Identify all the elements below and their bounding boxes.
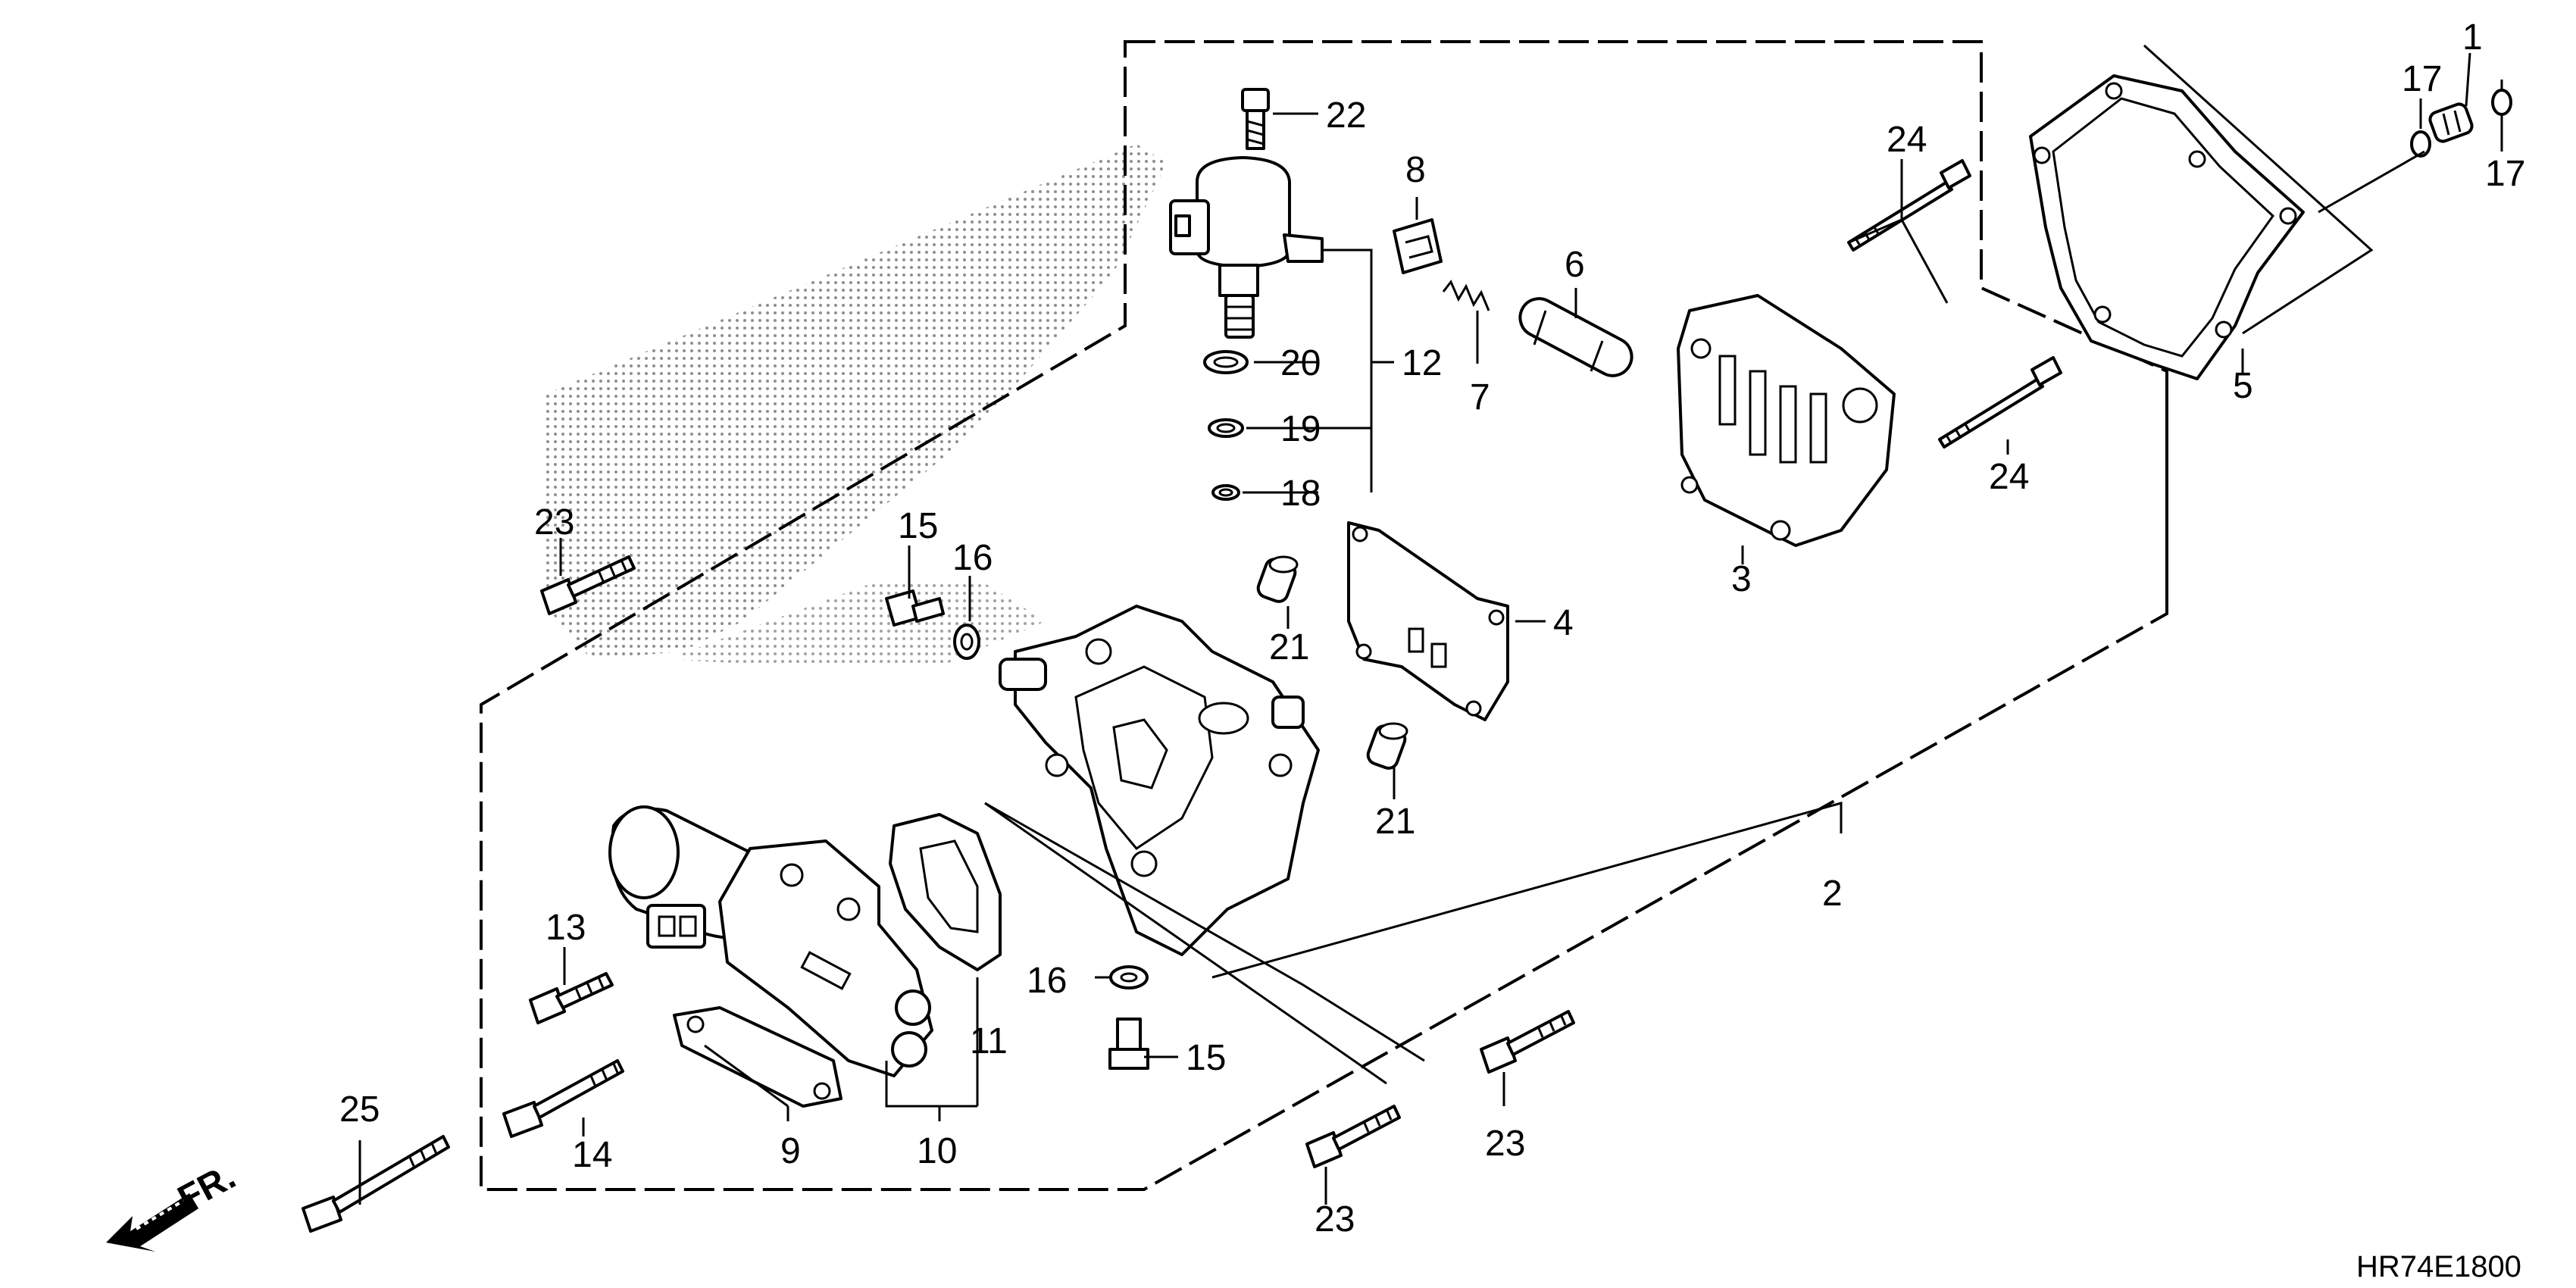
part-6-spool-valve[interactable] [1514, 292, 1639, 382]
part-23-bolt-lower-right[interactable] [1480, 1010, 1575, 1074]
part-8-clip[interactable] [1393, 218, 1443, 274]
part-18-inner [1218, 488, 1233, 497]
label-23c: 23 [1485, 1124, 1525, 1164]
part-23-bolt-lower-middle[interactable] [1305, 1105, 1401, 1168]
label-2: 2 [1822, 874, 1843, 914]
part-21-dowel-upper[interactable] [1255, 555, 1299, 605]
label-1: 1 [2462, 17, 2483, 58]
part-15-bolt-lower[interactable] [1108, 1018, 1149, 1070]
label-12: 12 [1402, 343, 1442, 383]
part-4-gasket[interactable] [1347, 521, 1509, 721]
assembly-boundary [480, 40, 2168, 1191]
part-17-washer-right[interactable] [2491, 89, 2512, 116]
part-19-inner [1216, 423, 1236, 433]
part-7-spring[interactable] [1442, 280, 1490, 311]
label-14: 14 [572, 1135, 612, 1175]
part-9-bracket[interactable] [673, 1006, 843, 1108]
label-21a: 21 [1269, 627, 1309, 667]
part-21-dowel-lower[interactable] [1365, 722, 1408, 771]
label-15b: 15 [1186, 1038, 1226, 1078]
part-2-valve-body[interactable] [999, 605, 1320, 956]
part-11-gasket[interactable] [889, 813, 1002, 971]
label-15a: 15 [898, 506, 938, 546]
label-9: 9 [780, 1131, 801, 1171]
part-23-bolt-upper-left[interactable] [540, 555, 636, 615]
label-8: 8 [1405, 150, 1426, 190]
label-18: 18 [1280, 474, 1321, 514]
part-10-solenoid-assembly[interactable] [608, 805, 933, 1077]
label-7: 7 [1470, 377, 1490, 417]
label-4: 4 [1553, 603, 1574, 643]
part-1-plug[interactable] [2428, 102, 2474, 144]
label-11: 11 [970, 1021, 1008, 1061]
label-17b: 17 [2485, 154, 2525, 194]
part-15-bolt-upper[interactable] [885, 589, 945, 627]
label-20: 20 [1280, 343, 1321, 383]
front-arrow-icon [106, 1193, 199, 1252]
label-22: 22 [1326, 95, 1366, 136]
part-17-washer-left[interactable] [2410, 130, 2431, 158]
label-24a: 24 [1887, 120, 1927, 160]
label-3: 3 [1731, 559, 1752, 599]
part-20-inner [1213, 356, 1239, 368]
label-24b: 24 [1989, 457, 2029, 497]
part-3-valve-body[interactable] [1677, 294, 1896, 547]
part-24-bolt-lower[interactable] [1938, 356, 2062, 449]
label-16b: 16 [1027, 961, 1067, 1001]
label-6: 6 [1565, 245, 1585, 285]
part-13-bolt[interactable] [529, 972, 614, 1024]
label-10: 10 [917, 1131, 957, 1171]
label-13: 13 [546, 908, 586, 948]
part-25-bolt[interactable] [302, 1135, 450, 1233]
label-25: 25 [339, 1089, 380, 1130]
label-5: 5 [2233, 366, 2253, 406]
part-12-solenoid[interactable] [1169, 156, 1324, 339]
label-19: 19 [1280, 409, 1321, 449]
drawing-code: HR74E1800 [2356, 1250, 2521, 1283]
part-24-bolt-upper[interactable] [1847, 159, 1971, 252]
part-22-bolt[interactable] [1241, 88, 1270, 150]
phantom-case-outline [546, 144, 1167, 667]
label-17a: 17 [2402, 59, 2442, 99]
part-16-washer-upper[interactable] [953, 624, 980, 660]
part-16-washer-lower[interactable] [1109, 965, 1149, 989]
part-14-bolt[interactable] [502, 1059, 624, 1138]
label-23b: 23 [1315, 1199, 1355, 1240]
label-21b: 21 [1375, 802, 1415, 842]
leader-lines [358, 44, 2503, 1205]
label-23a: 23 [534, 502, 574, 542]
callout-labels: 22 8 20 12 19 18 7 6 3 24 24 5 1 17 17 4… [339, 17, 2525, 1240]
label-16a: 16 [952, 538, 993, 578]
part-5-gasket[interactable] [2029, 74, 2305, 380]
